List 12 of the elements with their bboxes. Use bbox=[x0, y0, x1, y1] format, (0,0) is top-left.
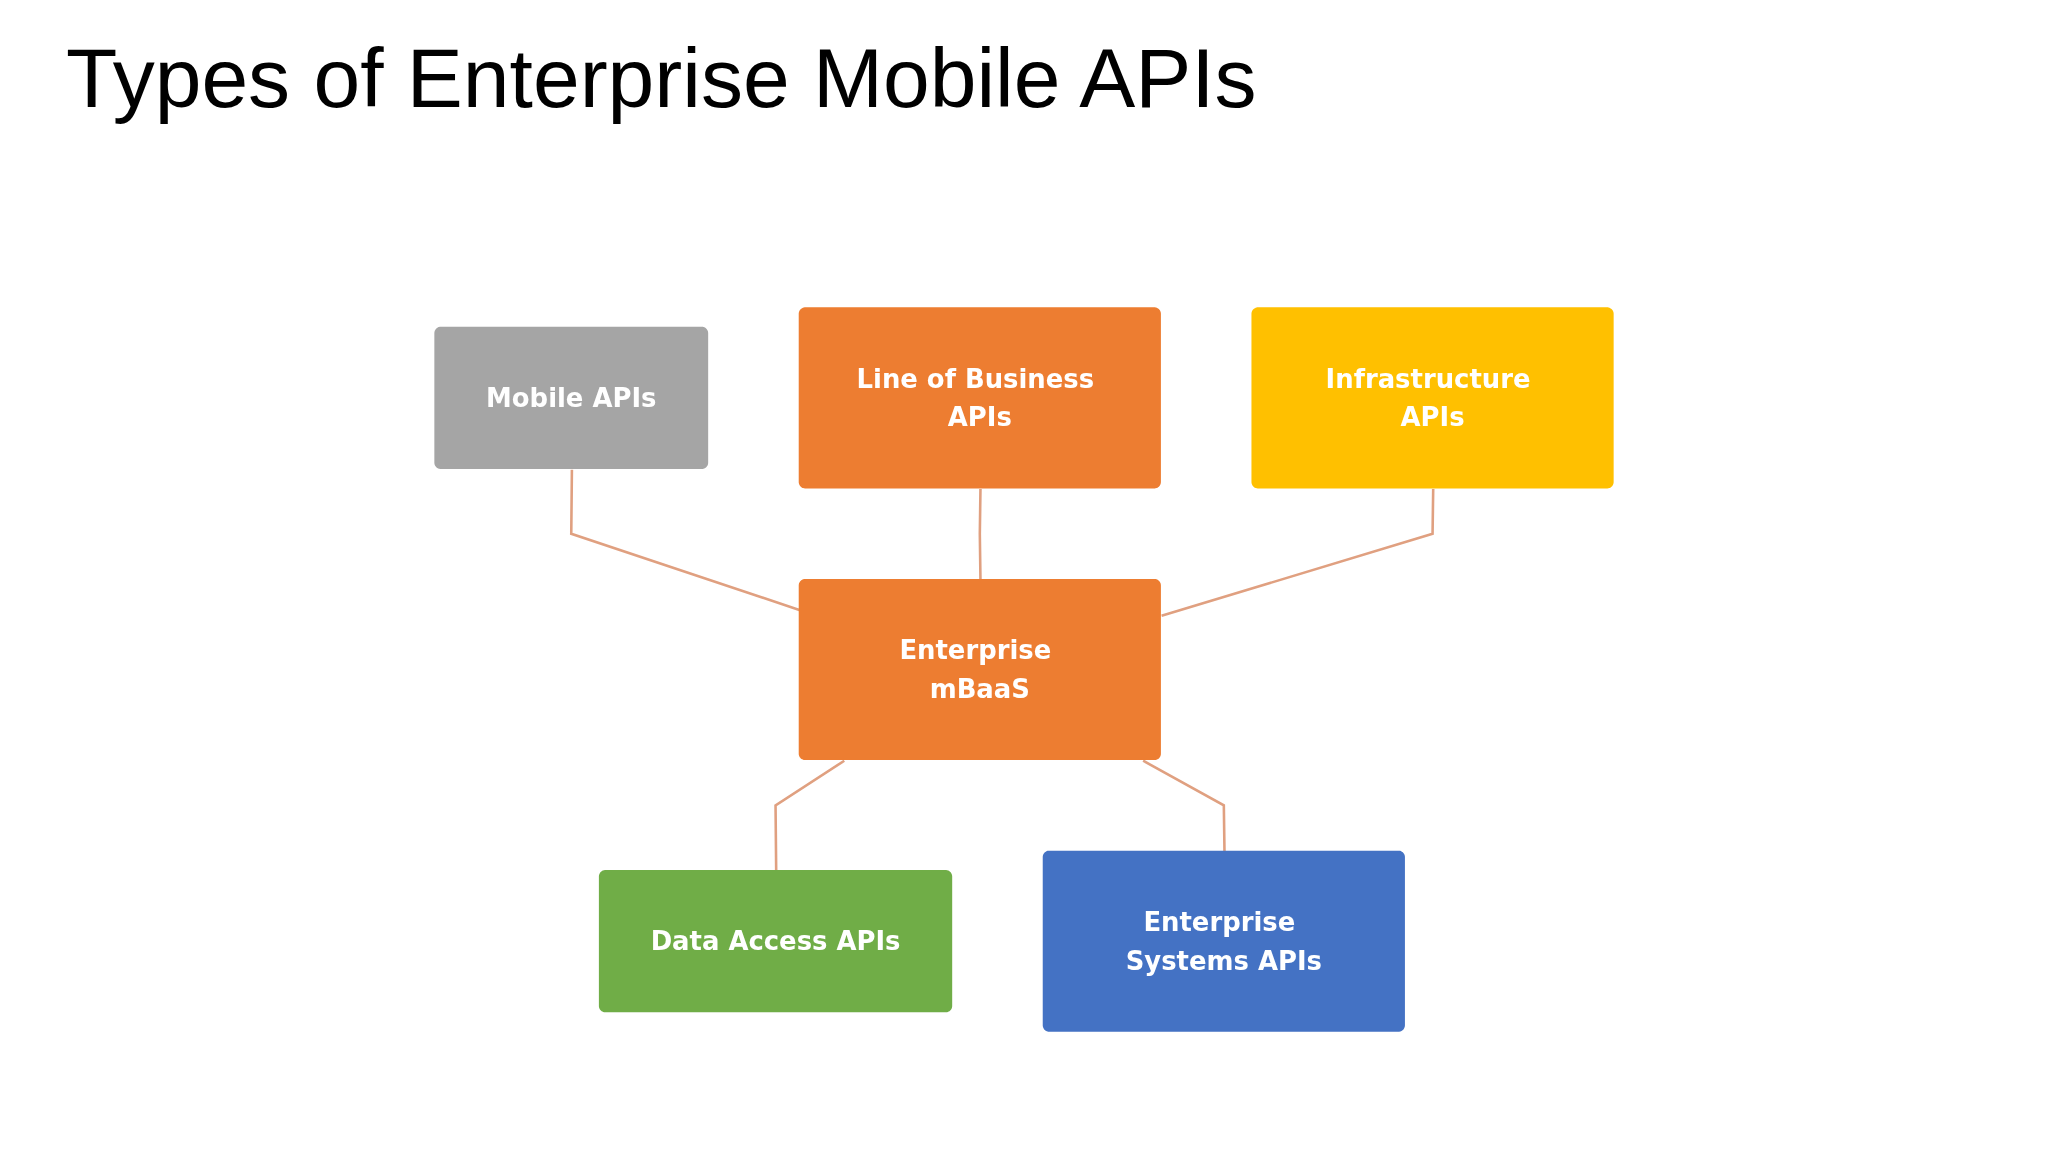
connector bbox=[569, 470, 800, 612]
node-box: Mobile APIs bbox=[434, 327, 709, 470]
connector bbox=[774, 760, 845, 872]
node-box: Data Access APIs bbox=[598, 870, 953, 1013]
connector bbox=[1142, 760, 1226, 852]
node-box: Infrastructure APIs bbox=[1251, 307, 1614, 489]
node-box: Enterprise mBaaS bbox=[798, 579, 1161, 761]
node-box: Line of Business APIs bbox=[798, 307, 1161, 489]
connector bbox=[1161, 489, 1435, 618]
node-box: Enterprise Systems APIs bbox=[1042, 851, 1405, 1033]
title: Types of Enterprise Mobile APIs bbox=[66, 30, 1257, 127]
connector bbox=[978, 489, 982, 581]
